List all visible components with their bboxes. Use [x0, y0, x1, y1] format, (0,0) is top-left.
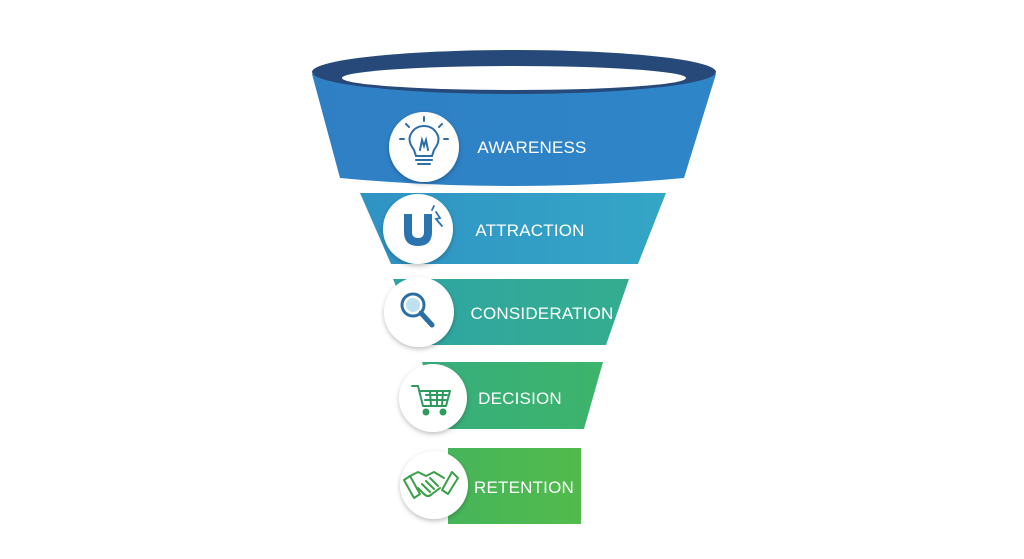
funnel-stage-awareness: AWARENESS: [312, 50, 716, 186]
stage-label-decision: DECISION: [478, 389, 562, 408]
funnel-stage-attraction: ATTRACTION: [360, 193, 666, 264]
stage-label-awareness: AWARENESS: [477, 138, 586, 157]
magnifying-glass-icon: [400, 292, 435, 328]
lightbulb-icon: [399, 116, 449, 165]
funnel-stage-consideration: CONSIDERATION: [384, 277, 629, 347]
shopping-cart-icon: [411, 385, 451, 416]
funnel-opening: [342, 66, 686, 90]
stage-label-retention: RETENTION: [474, 478, 574, 497]
handshake-icon: [403, 471, 459, 499]
funnel-stage-decision: DECISION: [399, 362, 603, 432]
icon-circle: [400, 451, 468, 519]
icon-circle: [399, 364, 467, 432]
funnel-stage-retention: RETENTION: [400, 448, 581, 524]
icon-circle: [383, 194, 453, 264]
stage-label-attraction: ATTRACTION: [475, 221, 584, 240]
magnet-icon: [404, 205, 443, 246]
stage-label-consideration: CONSIDERATION: [470, 304, 613, 323]
